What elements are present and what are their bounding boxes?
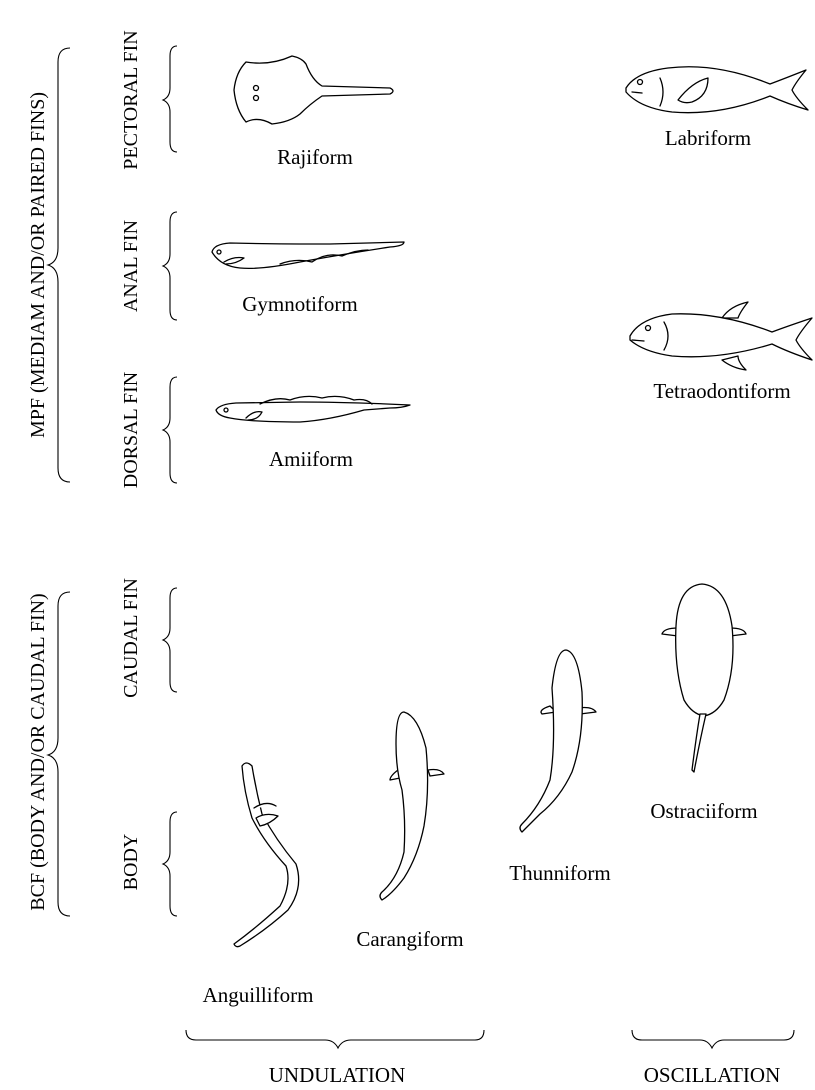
caudal-fin-brace (163, 588, 177, 692)
pectoral-fin-label: PECTORAL FIN (120, 30, 142, 169)
pectoral-fin-brace (163, 46, 177, 152)
labriform-label: Labriform (665, 126, 751, 150)
undulation-brace (186, 1030, 484, 1048)
labriform-fish-icon (626, 67, 808, 113)
dorsal-fin-brace (163, 377, 177, 483)
bcf-group-brace (48, 592, 70, 916)
mpf-group-label: MPF (MEDIAM AND/OR PAIRED FINS) (27, 92, 49, 438)
tetraodontiform-fish-icon (630, 302, 812, 370)
gymnotiform-fish-icon (212, 242, 404, 268)
ostraciiform-label: Ostraciiform (650, 799, 757, 823)
body-label: BODY (120, 834, 142, 891)
carangiform-fish-icon (380, 712, 444, 900)
body-fin-brace (163, 812, 177, 916)
rajiform-ray-icon (234, 56, 393, 124)
amiiform-label: Amiiform (269, 447, 353, 471)
thunniform-fish-icon (520, 650, 596, 832)
anal-fin-brace (163, 212, 177, 320)
anguilliform-eel-icon (234, 763, 299, 947)
bcf-group-label: BCF (BODY AND/OR CAUDAL FIN) (27, 593, 49, 910)
rajiform-label: Rajiform (277, 145, 353, 169)
caudal-fin-label: CAUDAL FIN (120, 578, 142, 698)
undulation-label: UNDULATION (269, 1063, 405, 1087)
oscillation-brace (632, 1030, 794, 1048)
tetraodontiform-label: Tetraodontiform (653, 379, 790, 403)
ostraciiform-boxfish-icon (662, 584, 746, 772)
oscillation-label: OSCILLATION (644, 1063, 781, 1087)
carangiform-label: Carangiform (356, 927, 463, 951)
amiiform-fish-icon (216, 396, 410, 422)
anguilliform-label: Anguilliform (203, 983, 314, 1007)
mpf-group-brace (48, 48, 70, 482)
thunniform-label: Thunniform (509, 861, 610, 885)
dorsal-fin-label: DORSAL FIN (120, 372, 142, 489)
gymnotiform-label: Gymnotiform (242, 292, 358, 316)
anal-fin-label: ANAL FIN (120, 220, 142, 312)
